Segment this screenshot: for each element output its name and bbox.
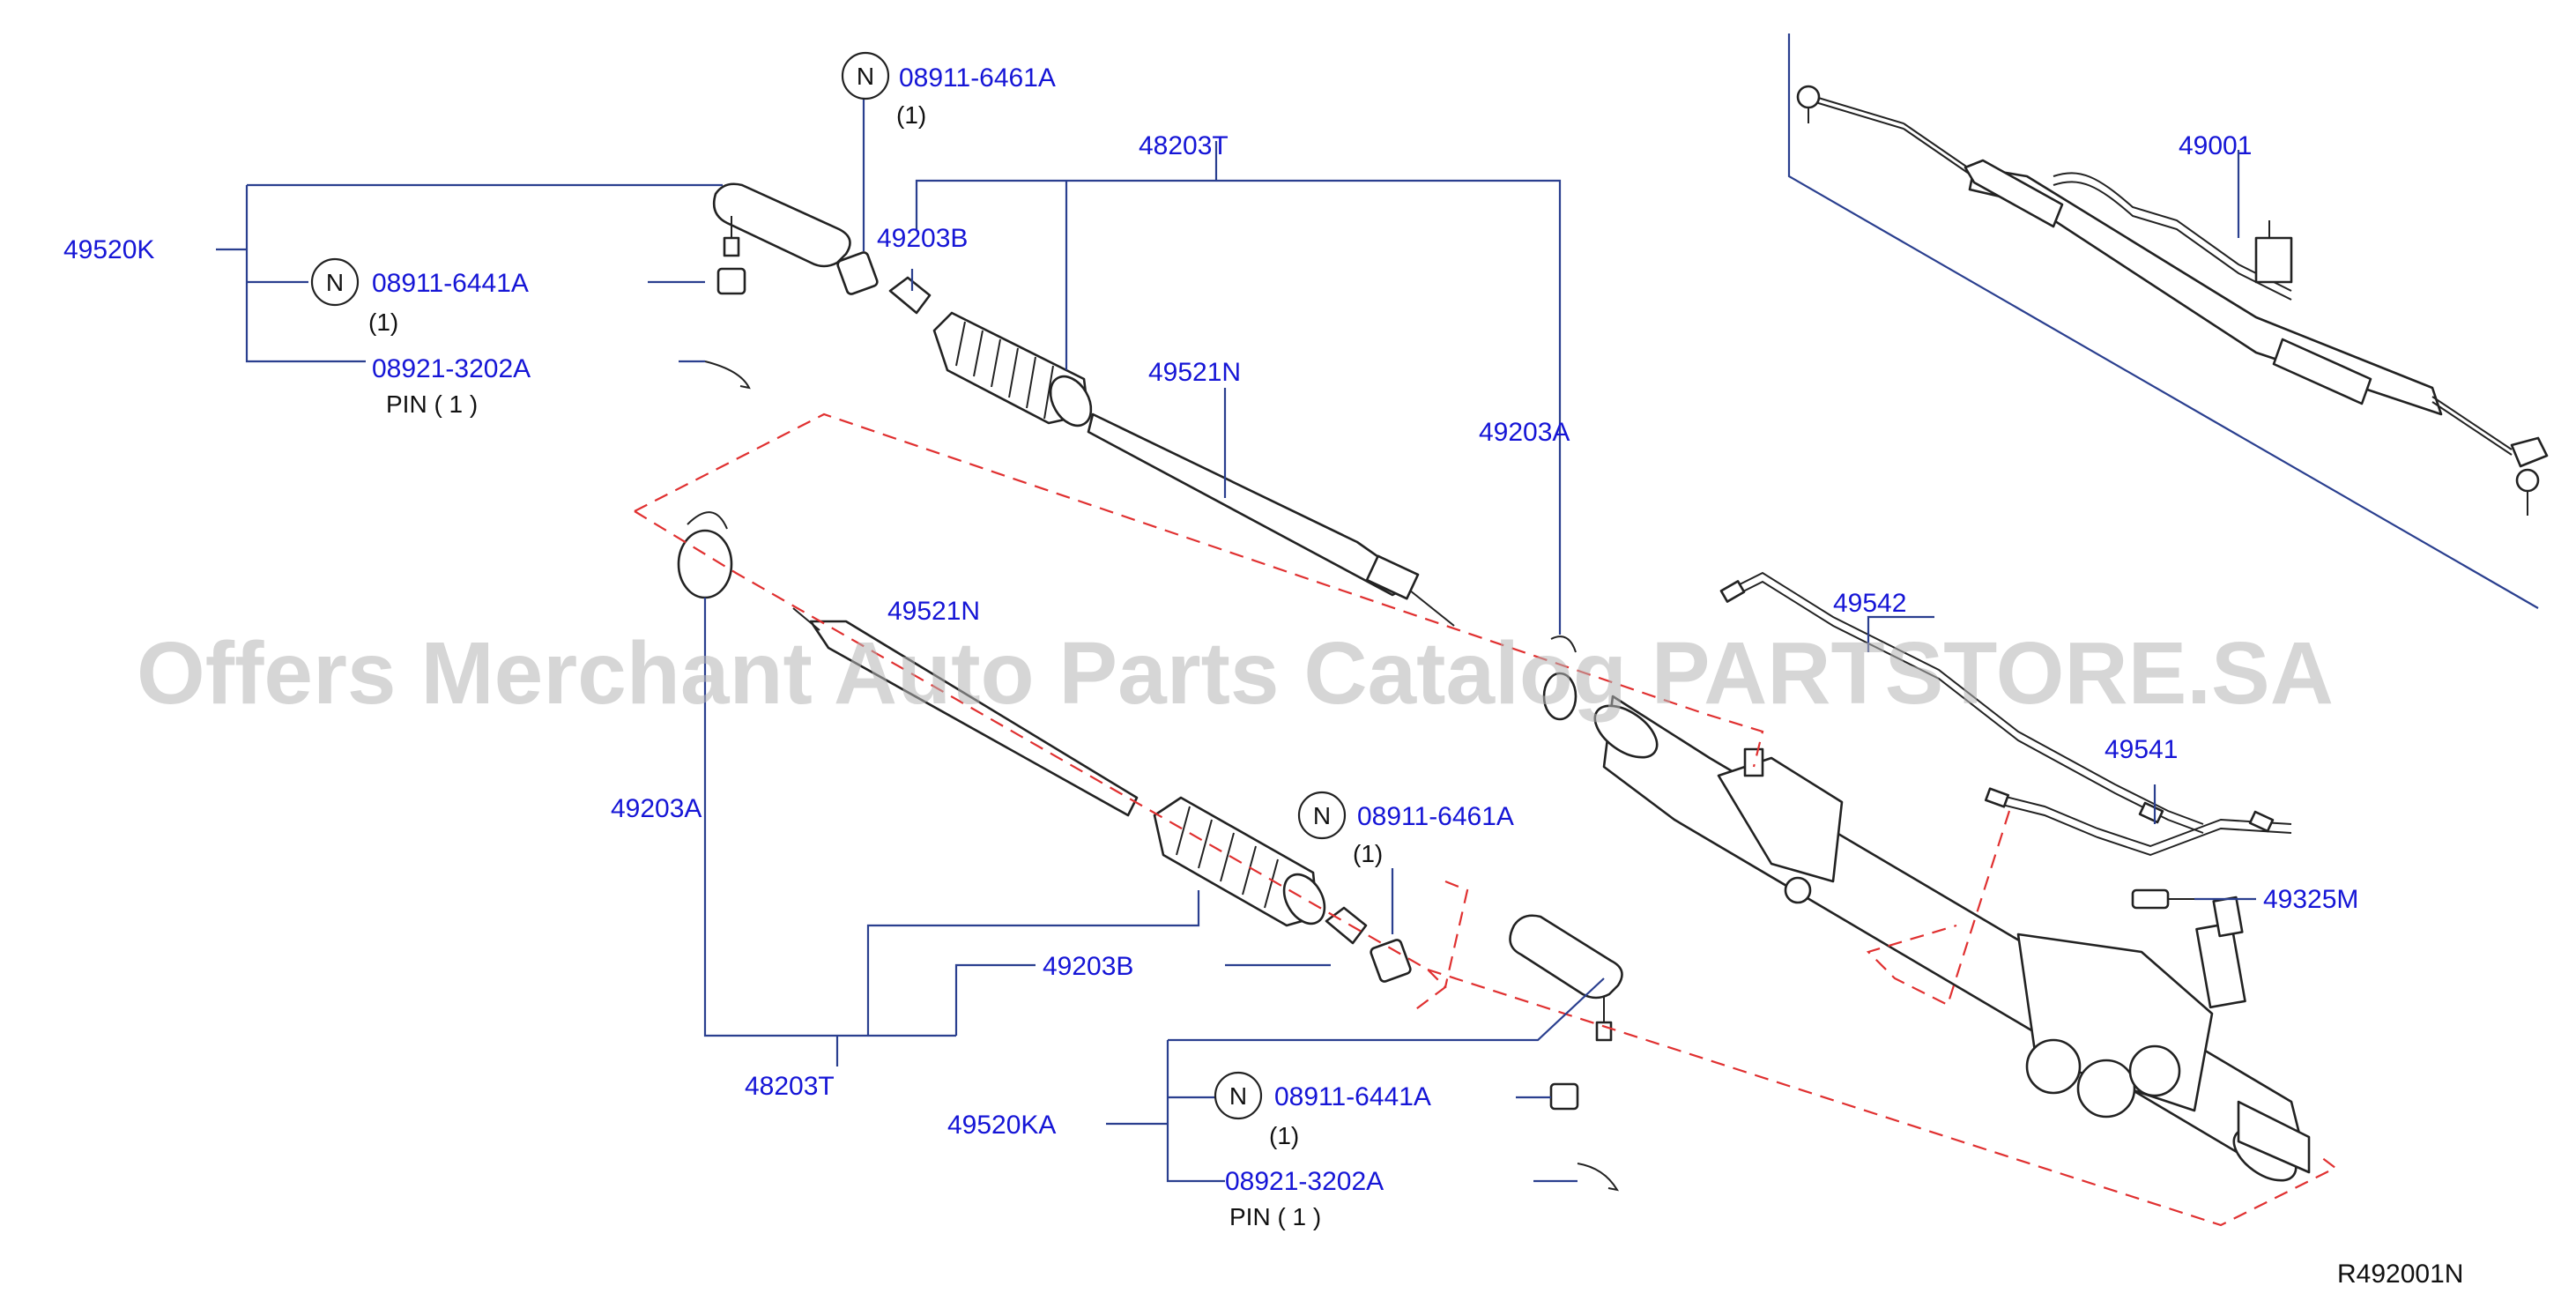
label-49203a-right[interactable]: 49203A (1479, 418, 1570, 447)
leader-lines (216, 99, 2256, 1183)
label-48203t-top[interactable]: 48203T (1139, 131, 1229, 160)
diagram-code: R492001N (2337, 1260, 2463, 1289)
label-pin-bottom: PIN ( 1 ) (1229, 1203, 1321, 1230)
svg-text:N: N (857, 63, 874, 90)
clip-49203b-mid (1325, 906, 1368, 945)
n-mark-top: N (841, 51, 890, 100)
pressure-pipes (1719, 571, 2292, 857)
label-49541[interactable]: 49541 (2105, 735, 2178, 764)
svg-text:N: N (326, 269, 344, 296)
nut-49203b-top (836, 251, 879, 295)
clip-49203b-top (888, 276, 932, 315)
label-49325m[interactable]: 49325M (2263, 885, 2358, 914)
nut-top (716, 267, 746, 295)
phantom-lines (634, 412, 2338, 1227)
label-49542[interactable]: 49542 (1833, 589, 1906, 618)
pin-top (704, 360, 751, 390)
label-48203t-bottom[interactable]: 48203T (745, 1072, 835, 1101)
qty-08911-6461a-mid: (1) (1353, 840, 1383, 867)
inner-tie-rod-top (1087, 412, 1455, 627)
label-08911-6441a-top[interactable]: 08911-6441A (372, 269, 529, 298)
boot-mid (1153, 796, 1326, 927)
label-49520k[interactable]: 49520K (63, 235, 154, 264)
nut-49203b-mid (1370, 939, 1412, 983)
label-08911-6461a-top[interactable]: 08911-6461A (899, 63, 1056, 93)
clamp-49203a-left (677, 511, 733, 599)
n-mark-49520ka: N (1214, 1071, 1263, 1120)
steering-rack-assembly (1593, 695, 2311, 1182)
label-08911-6441a-bottom[interactable]: 08911-6441A (1274, 1082, 1431, 1111)
callout-labels: 08911-6461A (1) 48203T 49520K 49203B 089… (63, 63, 2358, 1230)
label-49203b-top[interactable]: 49203B (877, 224, 968, 253)
label-49520ka[interactable]: 49520KA (947, 1111, 1056, 1140)
inset-assembly (1787, 33, 2549, 609)
svg-text:N: N (1313, 802, 1331, 829)
tie-rod-end-left (712, 182, 851, 268)
watermark: Offers Merchant Auto Parts Catalog PARTS… (137, 624, 2334, 723)
label-49001[interactable]: 49001 (2179, 131, 2252, 160)
n-mark-mid: N (1297, 791, 1347, 840)
label-08921-3202a-bottom[interactable]: 08921-3202A (1225, 1167, 1384, 1196)
clamp-49203a-right (1542, 635, 1578, 721)
fitting-49325m (2131, 888, 2194, 910)
label-08911-6461a-mid[interactable]: 08911-6461A (1357, 802, 1514, 831)
label-pin-top: PIN ( 1 ) (386, 390, 478, 418)
label-49203a-left[interactable]: 49203A (611, 794, 702, 823)
tie-rod-end-right (1509, 914, 1623, 1042)
label-49203b-mid[interactable]: 49203B (1043, 952, 1133, 981)
nut-bottom (1549, 1082, 1579, 1111)
pin-bottom (1577, 1163, 1620, 1192)
n-mark-49520k: N (310, 257, 360, 307)
inner-tie-rod-mid (792, 607, 1139, 817)
label-49521n-top[interactable]: 49521N (1148, 358, 1241, 387)
label-49521n-mid[interactable]: 49521N (887, 597, 980, 626)
qty-08911-6461a-top: (1) (896, 101, 926, 129)
svg-text:N: N (1229, 1082, 1247, 1110)
qty-08911-6441a-top: (1) (368, 308, 398, 336)
boot-top (932, 311, 1093, 427)
qty-08911-6441a-bottom: (1) (1269, 1122, 1299, 1149)
label-08921-3202a-top[interactable]: 08921-3202A (372, 354, 531, 383)
